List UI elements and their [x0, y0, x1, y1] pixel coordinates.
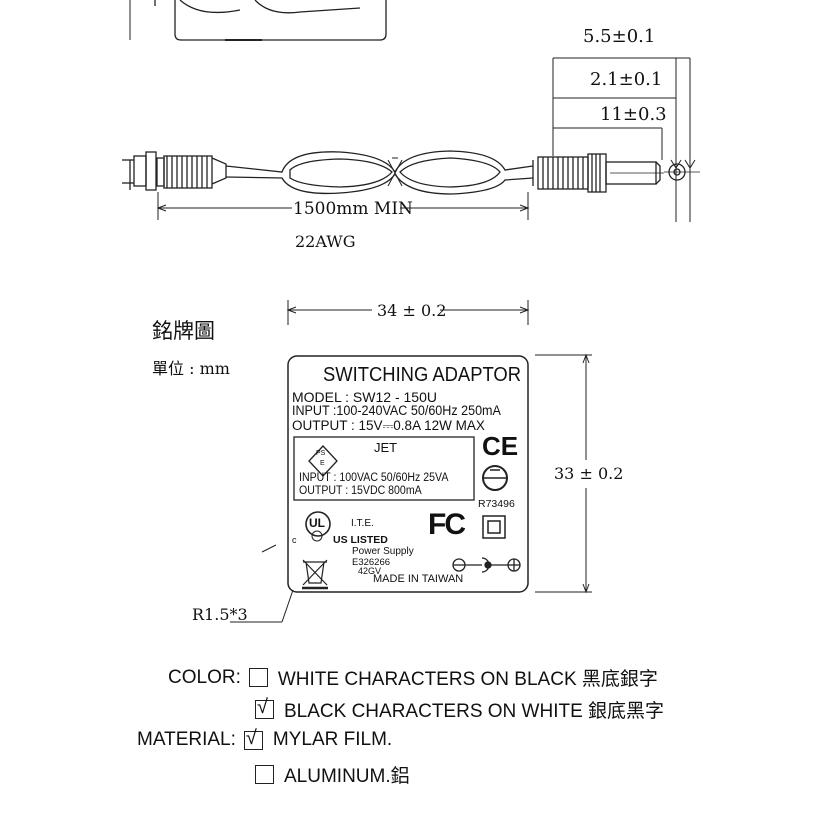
label-heading: SWITCHING ADAPTOR	[323, 364, 522, 386]
material-option-row-2: ALUMINUM.鋁	[255, 761, 410, 788]
pse-text-bottom: E	[320, 460, 325, 467]
plug-dimension-lines	[156, 57, 696, 222]
label-model: MODEL : SW12 - 150U	[292, 389, 437, 405]
double-insulation-icon	[482, 515, 506, 539]
dim-outer-diameter: 5.5±0.1	[583, 26, 656, 47]
ite-label: I.T.E.	[351, 518, 374, 529]
height-dimension: 33 ± 0.2	[554, 464, 624, 483]
r-code: R73496	[478, 498, 515, 510]
material-option-1-checkbox[interactable]: √	[243, 726, 263, 750]
material-option-1-label: MYLAR FILM.	[272, 729, 393, 750]
label-output: OUTPUT : 15V⎓0.8A 12W MAX	[292, 418, 485, 433]
ul-mark-text: UL	[309, 516, 325, 530]
pse-mark	[308, 445, 338, 477]
code-42gv: 42GV	[358, 566, 382, 576]
material-option-row-1: MATERIAL: √ MYLAR FILM.	[137, 726, 393, 751]
jet-output: OUTPUT : 15VDC 800mA	[299, 485, 422, 497]
nameplate-title: 銘牌圖	[152, 319, 215, 343]
dim-plug-length: 11±0.3	[600, 104, 667, 125]
color-option-2-checkbox[interactable]: √	[255, 696, 274, 719]
unit-label: 單位 : mm	[152, 359, 230, 378]
dim-inner-diameter: 2.1±0.1	[590, 69, 663, 90]
ul-logo	[305, 511, 331, 542]
check-mark-icon: √	[245, 726, 257, 749]
cable-assembly	[122, 150, 700, 195]
color-option-2-label: BLACK CHARACTERS ON WHITE 銀底黑字	[284, 701, 665, 722]
e-number: E326266	[352, 557, 391, 568]
fc-mark: FC	[428, 508, 466, 541]
ul-c: c	[292, 535, 297, 545]
pse-text-top: PS	[316, 450, 326, 457]
check-mark-icon: √	[257, 696, 268, 718]
material-label: MATERIAL:	[137, 729, 236, 750]
polarity-symbol-icon	[452, 557, 521, 573]
made-in-label: MADE IN TAIWAN	[373, 573, 464, 585]
jet-input: INPUT : 100VAC 50/60Hz 25VA	[299, 472, 449, 484]
material-option-2-checkbox[interactable]	[255, 765, 274, 784]
cable-length-label: 1500mm MIN	[293, 199, 413, 219]
adapter-body-outline	[129, 0, 387, 41]
material-option-2-label: ALUMINUM.鋁	[284, 766, 410, 787]
power-supply-label: Power Supply	[352, 546, 414, 557]
width-dimension: 34 ± 0.2	[377, 301, 447, 320]
ul-listed: US LISTED	[333, 534, 388, 546]
ce-mark: CE	[482, 431, 519, 461]
color-option-row-2: √ BLACK CHARACTERS ON WHITE 銀底黑字	[255, 696, 664, 723]
weee-bin-icon	[302, 559, 328, 590]
nameplate-dimension-lines	[230, 300, 592, 623]
color-label: COLOR:	[168, 666, 241, 688]
corner-radius: R1.5*3	[192, 605, 248, 624]
color-option-1-checkbox[interactable]	[248, 668, 268, 687]
color-option-row-1: COLOR: WHITE CHARACTERS ON BLACK 黑底銀字	[168, 664, 658, 691]
color-option-1-label: WHITE CHARACTERS ON BLACK 黑底銀字	[277, 669, 658, 690]
wire-gauge-label: 22AWG	[295, 232, 356, 251]
nameplate-outline	[287, 355, 529, 593]
jet-label: JET	[374, 440, 398, 455]
jet-box	[293, 436, 475, 501]
label-input: INPUT :100-240VAC 50/60Hz 250mA	[292, 403, 501, 418]
